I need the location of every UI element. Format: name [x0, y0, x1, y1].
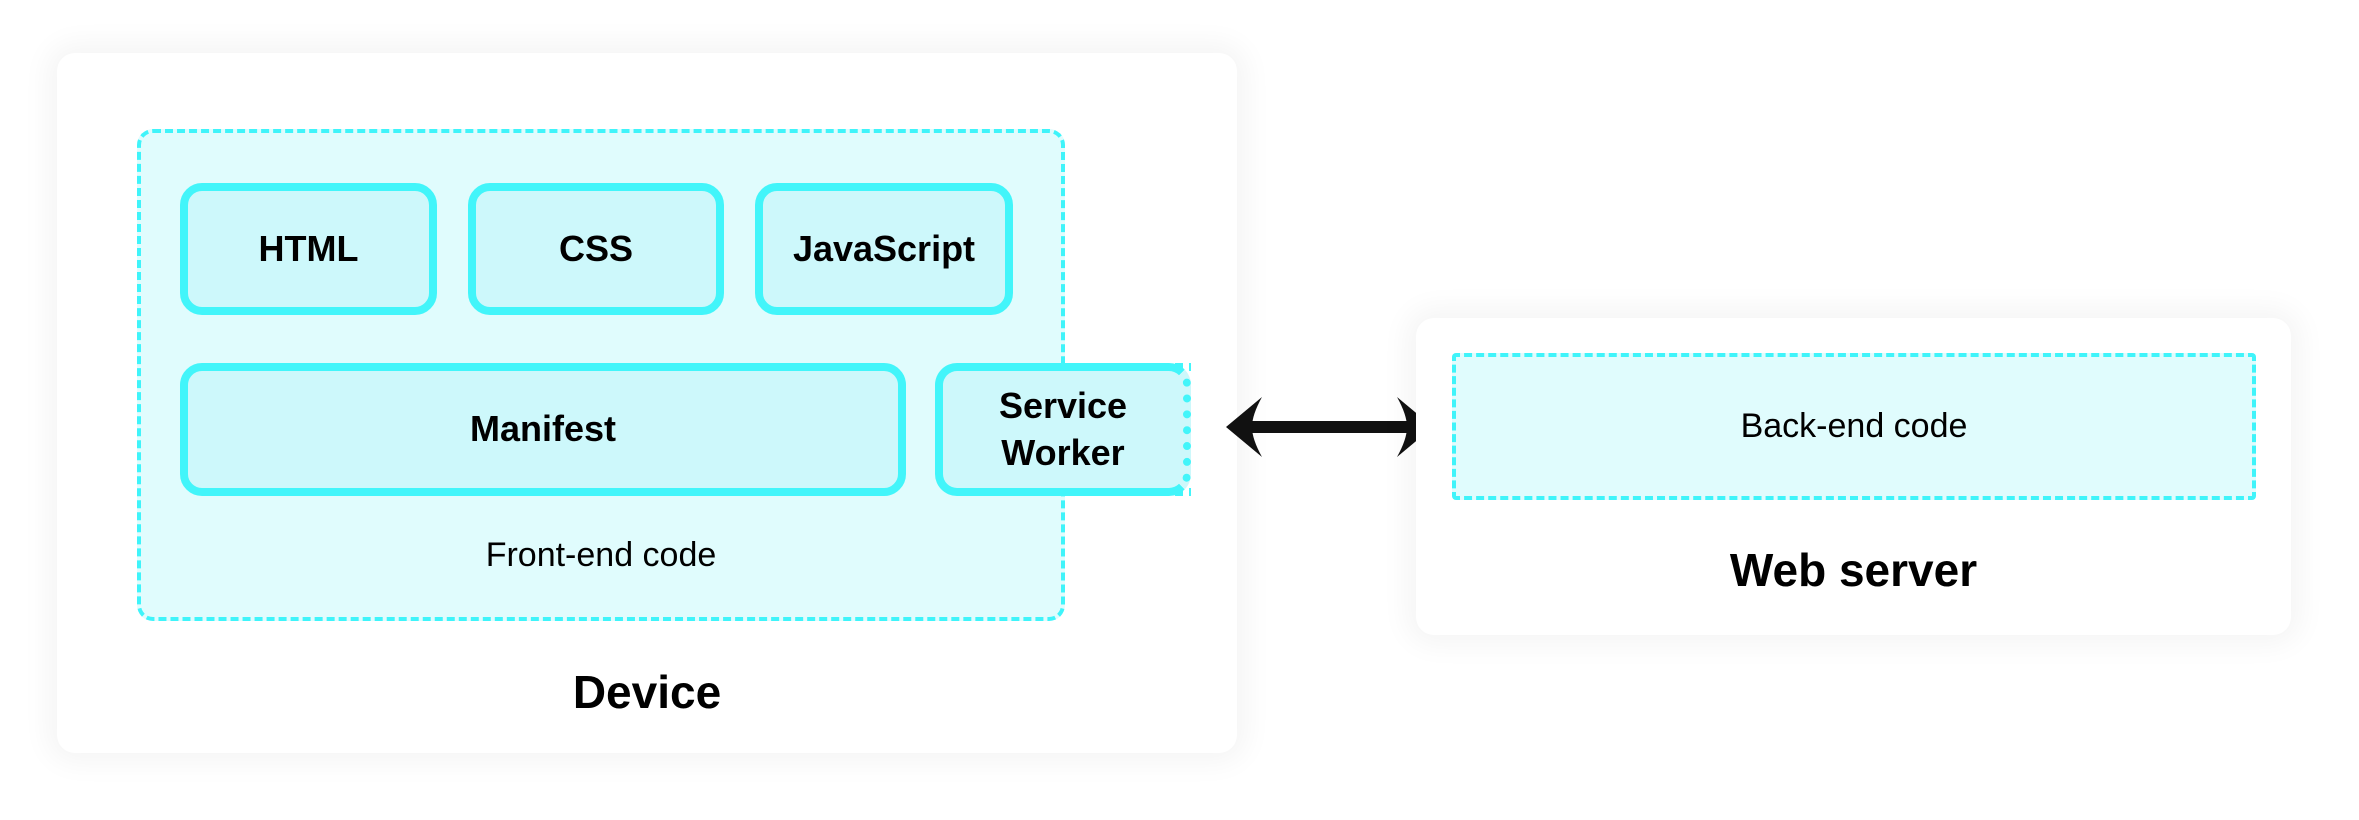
service-worker-line1: Service — [998, 384, 1128, 426]
manifest-block: Manifest — [180, 363, 906, 496]
javascript-label: JavaScript — [792, 227, 976, 269]
front-end-label: Front-end code — [485, 535, 717, 574]
html-label: HTML — [258, 227, 359, 269]
manifest-label: Manifest — [469, 408, 617, 450]
service-worker-line2: Worker — [1001, 431, 1125, 473]
back-end-label: Back-end code — [1740, 407, 1968, 445]
double-headed-arrow-icon — [1226, 397, 1433, 457]
css-block: CSS — [468, 183, 724, 315]
back-end-region: Back-end code — [1452, 353, 2256, 500]
web-server-title: Web server — [1729, 544, 1978, 596]
device-title: Device — [572, 666, 722, 718]
javascript-block: JavaScript — [755, 183, 1013, 315]
css-label: CSS — [558, 227, 634, 269]
html-block: HTML — [180, 183, 437, 315]
